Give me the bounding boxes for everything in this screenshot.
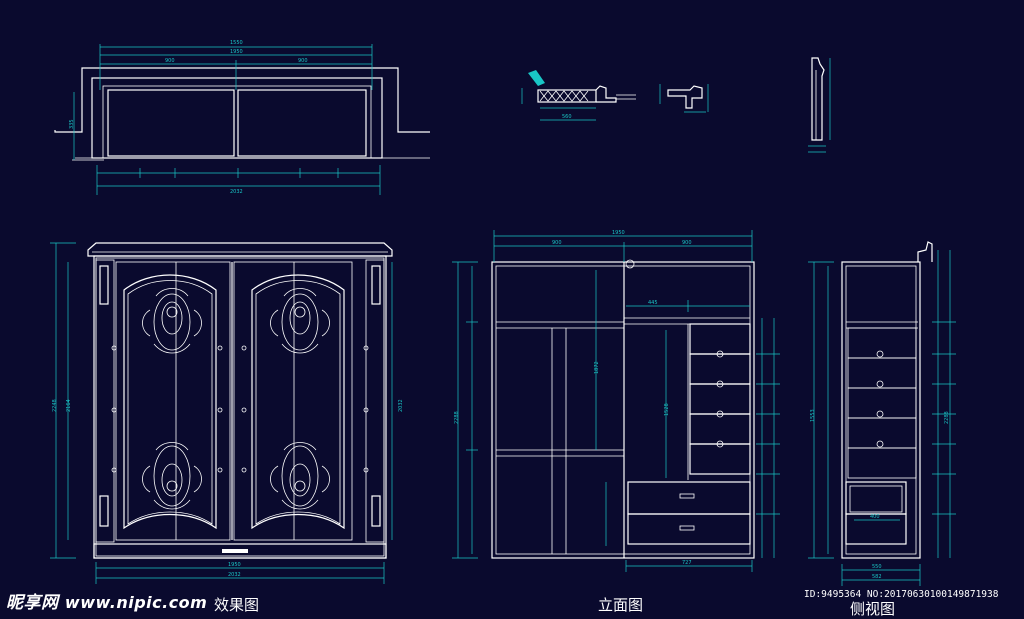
effect-view-wardrobe: 2248 2164 2032 1950 2032 (50, 242, 404, 584)
dim-elev-height: 2288 (454, 411, 460, 424)
dim-elev-right-half: 900 (682, 240, 692, 246)
watermark-brand: 昵享网 www.nipic.com (6, 588, 207, 613)
dim-effect-bottom-b: 2032 (228, 572, 241, 578)
watermark-site: www.nipic.com (64, 593, 208, 612)
ornament-left-top (142, 288, 202, 354)
base-handle (222, 549, 248, 553)
dim-effect-inner: 2164 (66, 399, 72, 412)
dim-side-height: 2288 (944, 411, 950, 424)
ornament-right-top (270, 288, 330, 354)
dim-side-depth: 550 (872, 564, 882, 570)
dim-effect-bottom-a: 1950 (228, 562, 241, 568)
ornament-right-bottom (270, 442, 330, 510)
dim-elev-hang: 1872 (594, 361, 600, 374)
profile-marker (528, 70, 545, 86)
dim-effect-right: 2032 (398, 399, 404, 412)
dim-elev-width: 1950 (612, 230, 625, 236)
watermark-brand-name: 昵享网 (6, 593, 59, 613)
elevation-view: 1950 900 900 2288 1872 1528 445 727 (452, 230, 780, 572)
dim-top-total: 1550 (230, 40, 243, 46)
dim-profile-len: 560 (562, 114, 572, 120)
ornament-left-bottom (142, 442, 202, 510)
dim-side-bottom: 582 (872, 574, 882, 580)
side-view: 400 1553 2288 550 582 (808, 241, 956, 586)
watermark-id: ID:9495364 NO:20170630100149871938 (804, 589, 999, 600)
top-plan-view: 1550 1950 900 900 2032 335 (54, 40, 430, 195)
dim-top-height: 335 (69, 119, 75, 129)
dim-elev-inner: 1528 (664, 403, 670, 416)
dim-drawer-w: 400 (870, 514, 880, 520)
profile-details: 560 (521, 57, 831, 153)
dim-elev-left-half: 900 (552, 240, 562, 246)
caption-effect: 效果图 (214, 596, 260, 614)
caption-elevation: 立面图 (598, 596, 644, 614)
dim-top-bottom: 2032 (230, 189, 243, 195)
dim-top-half-right: 900 (298, 58, 308, 64)
caption-side: 侧视图 (850, 600, 896, 618)
dim-effect-height: 2248 (52, 399, 58, 412)
dim-top-inner: 1950 (230, 49, 243, 55)
dim-elev-bottom: 727 (682, 560, 692, 566)
dim-top-half-left: 900 (165, 58, 175, 64)
dim-elev-drawer-w: 445 (648, 300, 658, 306)
dim-side-inner: 1553 (810, 409, 816, 422)
